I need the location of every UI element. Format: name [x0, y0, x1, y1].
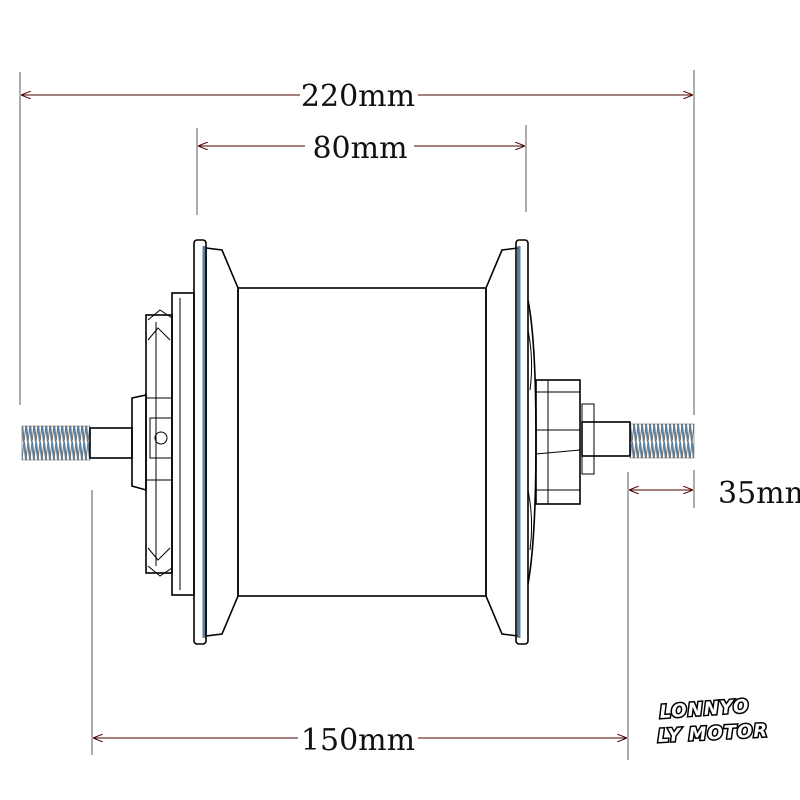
left-side-cover: [131, 292, 195, 596]
axle-thread-right: [629, 423, 695, 459]
axle-shoulder-left: [89, 427, 133, 459]
dimension-label-dropout: 150mm: [301, 723, 415, 758]
dimension-shell: 80mm: [196, 125, 527, 215]
dimension-label-shell: 80mm: [312, 131, 407, 166]
dimension-overall: 220mm: [19, 70, 695, 415]
right-flange: [485, 239, 529, 645]
hub-shell: [237, 287, 487, 597]
dimension-label-axle: 35mm: [718, 476, 800, 511]
right-side-cover: [527, 299, 581, 585]
left-flange: [193, 239, 239, 645]
axle-nut-right: [581, 403, 595, 475]
logo-line-2: LY MOTOR: [657, 720, 769, 747]
axle-shoulder-right: [581, 421, 631, 457]
brand-logo: LONNYO LY MOTOR: [656, 694, 771, 748]
dimension-dropout: 150mm: [91, 490, 627, 758]
axle-thread-left: [21, 425, 91, 461]
logo-line-1: LONNYO: [659, 696, 750, 723]
dimension-label-overall: 220mm: [301, 79, 415, 114]
dimension-axle-extension: 35mm: [627, 470, 800, 760]
